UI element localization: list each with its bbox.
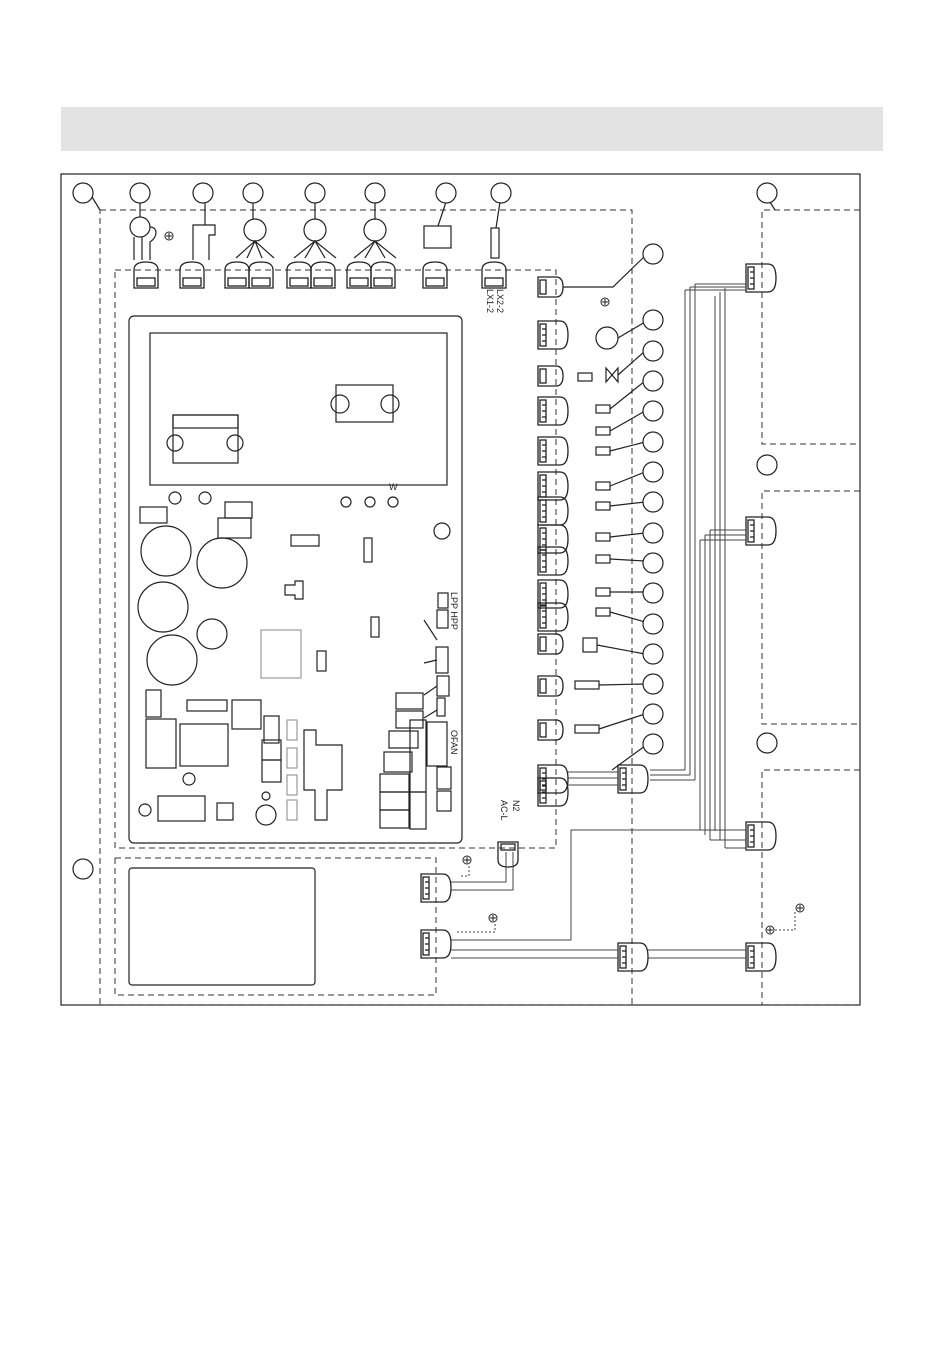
- filter-connector-2: [421, 930, 451, 958]
- unit-boundary-1: [762, 210, 860, 444]
- callout-3: [193, 183, 213, 203]
- callout-4: [243, 183, 263, 203]
- callout-7: [436, 183, 456, 203]
- top-connector-7: [482, 262, 506, 288]
- right-connector-4: [538, 397, 568, 425]
- pcb-module-area: [150, 333, 447, 485]
- filter-boundary: [115, 858, 436, 995]
- motor-icon: [130, 217, 150, 237]
- right-connector-9: [538, 676, 563, 696]
- label-lx2-2: LX2-2: [495, 289, 505, 313]
- unit-boundary-2: [762, 491, 860, 724]
- callout-6: [365, 183, 385, 203]
- callout-2: [130, 183, 150, 203]
- heater-icon: [575, 681, 599, 689]
- callout-9: [757, 183, 777, 203]
- label-lpp-hpp: LPP HPP: [449, 592, 459, 630]
- right-connector-3: [538, 366, 563, 386]
- unit-connector-2: [746, 517, 776, 545]
- right-connector-8: [538, 634, 563, 654]
- ground-icon: [165, 232, 173, 240]
- callout-10: [757, 455, 777, 475]
- mid-connector: [618, 943, 648, 971]
- valve-icon: [606, 368, 618, 382]
- unit-connector-1: [746, 264, 776, 292]
- unit-connector-4: [746, 943, 776, 971]
- relay-connector: [618, 765, 648, 793]
- label-n2: N2: [511, 800, 521, 812]
- pcb-boundary: [115, 270, 556, 848]
- label-w: W: [389, 482, 398, 492]
- callout-1: [73, 183, 93, 203]
- top-connector-6: [423, 262, 447, 288]
- top-connector-3: [225, 262, 249, 288]
- label-lx1-2: LX1-2: [485, 289, 495, 313]
- callout-5: [305, 183, 325, 203]
- label-ofan: OFAN: [449, 730, 459, 755]
- top-connector-5: [347, 262, 371, 288]
- thermistor-icon: [596, 405, 610, 616]
- right-connector-10: [538, 720, 563, 740]
- top-connector-4: [287, 262, 311, 288]
- right-connector-5: [538, 472, 568, 500]
- top-connector-2: [180, 262, 204, 288]
- callout-11: [757, 733, 777, 753]
- label-ac-l: AC-L: [499, 800, 509, 821]
- callout-8: [491, 183, 511, 203]
- ac-connector: [498, 842, 518, 867]
- unit-connector-3: [746, 822, 776, 850]
- right-connector-2: [538, 321, 568, 349]
- unit-boundary-3: [762, 770, 860, 1005]
- callout-12: [73, 859, 93, 879]
- top-connector-1: [134, 262, 158, 288]
- right-connector-1: [538, 277, 563, 297]
- right-connector-6: [538, 525, 568, 553]
- noise-filter-board: [129, 868, 315, 985]
- fan-motor-icon: [596, 327, 618, 349]
